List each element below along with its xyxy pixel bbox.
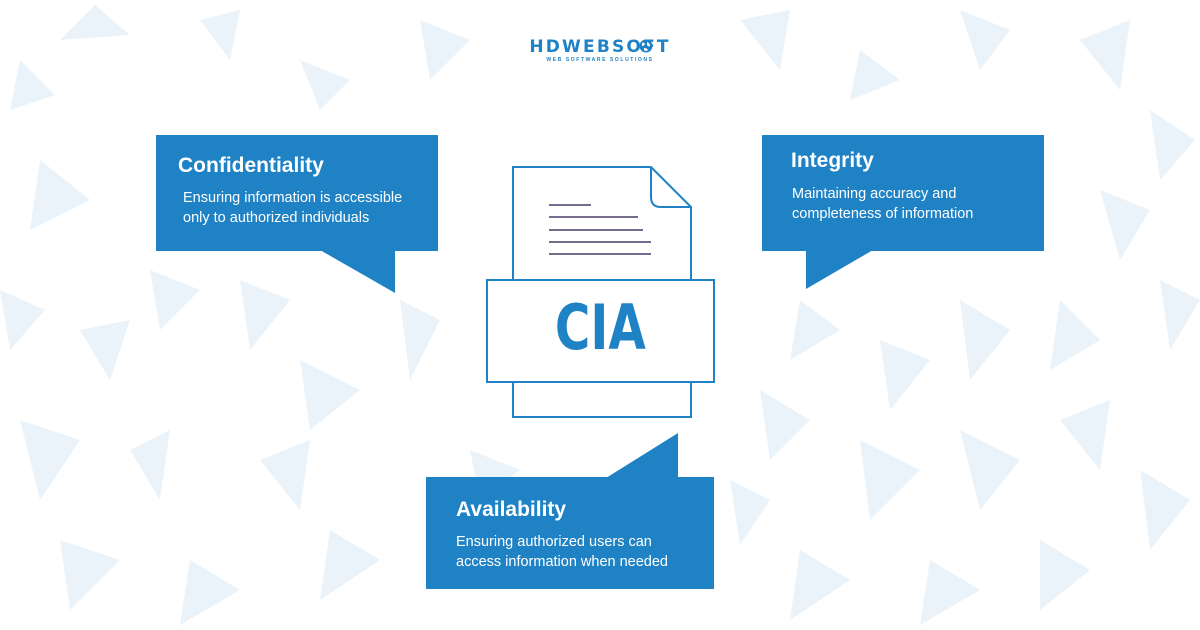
document-icon [486, 166, 715, 418]
logo-wordmark: HDWEBSOFT [529, 37, 671, 57]
confidentiality-callout: Confidentiality Ensuring information is … [156, 135, 438, 251]
confidentiality-callout-tail [320, 250, 395, 293]
confidentiality-text-line2: only to authorized individuals [183, 210, 370, 226]
cia-label: CIA [554, 291, 646, 364]
integrity-text-line1: Maintaining accuracy and [792, 186, 957, 202]
integrity-callout-tail [806, 250, 873, 289]
integrity-title: Integrity [791, 149, 874, 172]
availability-text-line1: Ensuring authorized users can [456, 534, 652, 550]
confidentiality-title: Confidentiality [178, 154, 324, 177]
integrity-text-line2: completeness of information [792, 206, 974, 222]
availability-text-line2: access information when needed [456, 554, 668, 570]
logo-tagline: WEB SOFTWARE SOLUTIONS [546, 57, 654, 63]
confidentiality-text-line1: Ensuring information is accessible [183, 190, 403, 206]
globe-icon [639, 39, 653, 53]
hdwebsoft-logo[interactable]: HDWEBSOFT WEB SOFTWARE SOLUTIONS [521, 38, 679, 66]
availability-callout: Availability Ensuring authorized users c… [426, 477, 714, 589]
integrity-callout: Integrity Maintaining accuracy and compl… [762, 135, 1044, 251]
availability-callout-tail [606, 433, 678, 478]
availability-title: Availability [456, 498, 567, 521]
